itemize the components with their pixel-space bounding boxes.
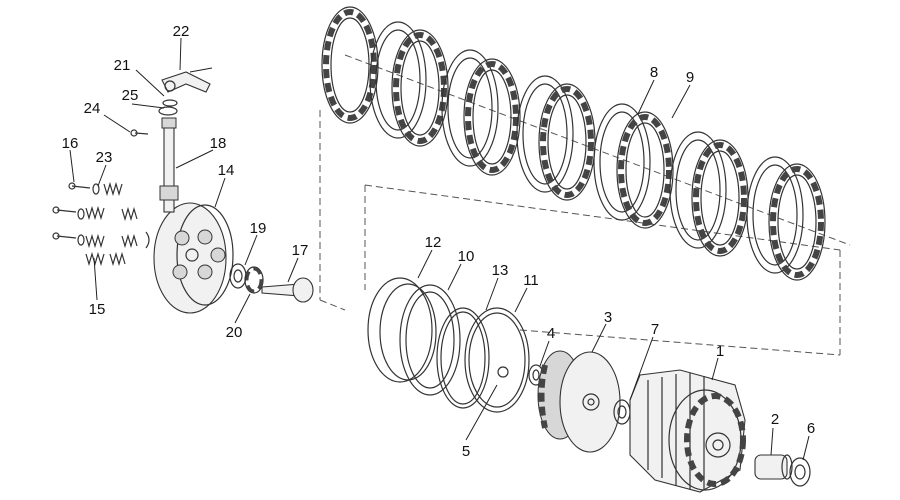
- callout-14: 14: [218, 162, 235, 179]
- seal-ring: [158, 106, 178, 116]
- spring-bolt-set: [52, 181, 150, 267]
- clutch-housing: [629, 369, 746, 493]
- callout-7: 7: [651, 321, 659, 338]
- bushing: [754, 454, 793, 480]
- thrust-bearing: [244, 266, 264, 294]
- friction-plate: [321, 6, 379, 124]
- push-rod: [159, 117, 179, 213]
- friction-plate: [691, 139, 749, 257]
- callout-25: 25: [122, 87, 139, 104]
- flat-plate: [399, 284, 461, 396]
- spring-bolt: [52, 232, 138, 249]
- callout-20: 20: [226, 324, 243, 341]
- callout-2: 2: [771, 411, 779, 428]
- spring-bolt: [85, 251, 126, 267]
- spring-bolt: [52, 205, 138, 222]
- actuator-lever: [161, 67, 213, 93]
- friction-plate: [538, 83, 596, 201]
- leader-lines: [69, 37, 810, 461]
- cup-ring: [367, 277, 437, 383]
- callout-16: 16: [62, 135, 79, 152]
- steel-plate: [669, 131, 727, 249]
- lower-ring-stack: [367, 277, 544, 413]
- callout-6: 6: [807, 420, 815, 437]
- end-washer: [789, 457, 811, 487]
- clutch-plate-stack: [321, 6, 826, 281]
- screw: [130, 129, 149, 137]
- callout-15: 15: [89, 301, 106, 318]
- callout-5: 5: [462, 443, 470, 460]
- callout-11: 11: [523, 272, 539, 289]
- callout-17: 17: [292, 242, 309, 259]
- steel-plate: [441, 49, 499, 167]
- callout-3: 3: [604, 309, 612, 326]
- pressure-plate: [153, 202, 234, 314]
- friction-plate: [616, 111, 674, 229]
- spring-bolt: [68, 181, 123, 197]
- callout-4: 4: [547, 325, 555, 342]
- callout-8: 8: [650, 64, 658, 81]
- bearing-washer: [229, 263, 247, 289]
- callout-21: 21: [114, 57, 131, 74]
- callout-12: 12: [425, 234, 442, 251]
- callout-24: 24: [84, 100, 101, 117]
- friction-plate: [463, 58, 521, 176]
- steel-plate: [369, 21, 427, 139]
- callout-23: 23: [96, 149, 113, 166]
- push-mushroom: [261, 277, 314, 303]
- callout-9: 9: [686, 69, 694, 86]
- steel-plate: [593, 103, 651, 221]
- steel-plate: [516, 75, 574, 193]
- callout-10: 10: [458, 248, 475, 265]
- callout-19: 19: [250, 220, 267, 237]
- spring-ring: [436, 307, 490, 409]
- alignment-guides: [319, 54, 851, 356]
- callout-labels: 1 2 3 4 5 6 7 8 9 10 11 12 13 14 15 16 1…: [62, 23, 816, 460]
- callout-18: 18: [210, 135, 227, 152]
- callout-13: 13: [492, 262, 509, 279]
- callout-22: 22: [173, 23, 190, 40]
- retaining-ring: [464, 307, 530, 413]
- steel-plate: [746, 156, 804, 274]
- lever-washer: [162, 99, 178, 107]
- inner-clutch-hub: [537, 350, 621, 453]
- friction-plate: [768, 163, 826, 281]
- callout-1: 1: [716, 343, 724, 360]
